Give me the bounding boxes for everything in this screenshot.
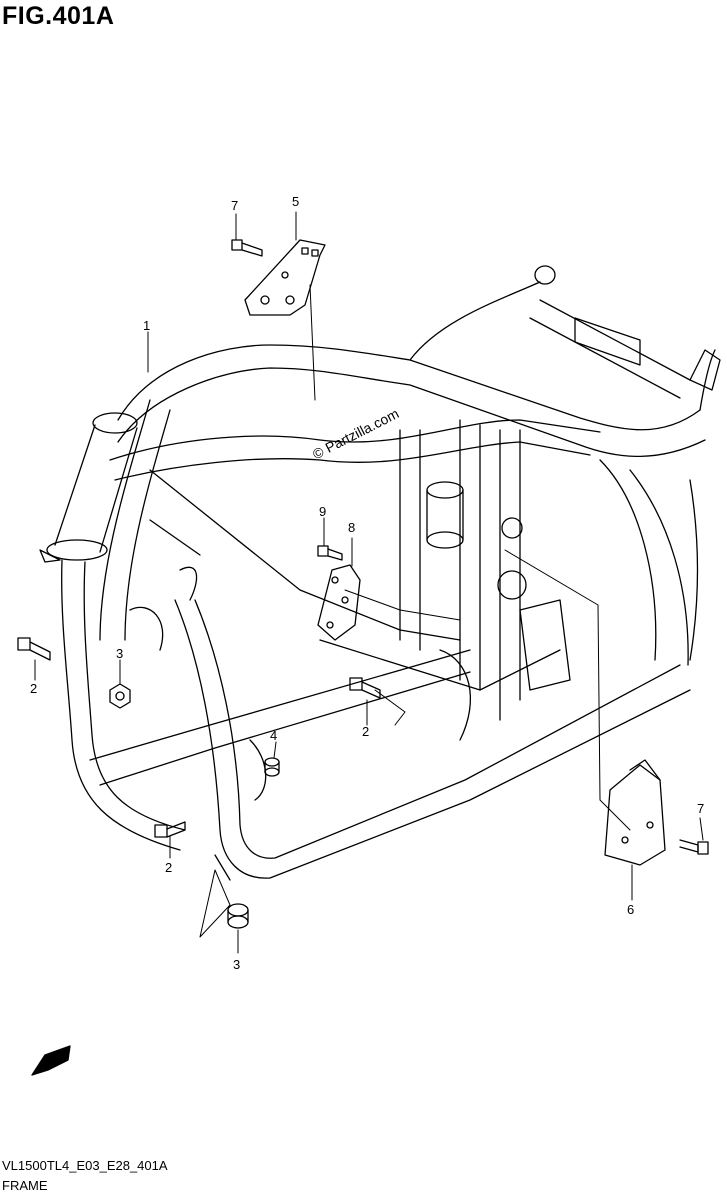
plug-4 xyxy=(265,758,279,776)
fwd-arrow-icon xyxy=(32,1046,70,1075)
front-down-tubes xyxy=(62,400,185,850)
callout-1: 1 xyxy=(143,318,151,333)
callout-3-upper: 3 xyxy=(116,646,124,661)
bolt-7-lower xyxy=(680,840,708,854)
callout-7-upper: 7 xyxy=(231,198,239,213)
callout-2-left: 2 xyxy=(30,681,38,696)
callout-8: 8 xyxy=(348,520,356,535)
leader-lines xyxy=(35,212,703,953)
callout-2-lower: 2 xyxy=(165,860,173,875)
callout-2-center: 2 xyxy=(362,724,370,739)
bolt-9 xyxy=(318,546,342,560)
figure-name: FRAME xyxy=(2,1178,48,1193)
callout-4: 4 xyxy=(270,728,278,743)
bolt-2-lower xyxy=(155,822,185,837)
callout-5: 5 xyxy=(292,194,300,209)
bolt-7-upper xyxy=(232,240,262,256)
figure-title: FIG.401A xyxy=(2,2,115,30)
steering-head xyxy=(40,413,137,562)
callout-7-lower: 7 xyxy=(697,801,705,816)
center-backbone xyxy=(400,420,526,720)
frame-top-rail xyxy=(110,345,705,480)
bracket-8 xyxy=(318,565,360,640)
rear-frame xyxy=(600,350,720,665)
callout-9: 9 xyxy=(319,504,327,519)
figure-code: VL1500TL4_E03_E28_401A xyxy=(2,1158,168,1173)
callout-6: 6 xyxy=(627,902,635,917)
rear-upper-rail xyxy=(410,266,690,398)
nut-3-lower xyxy=(228,904,248,928)
bolt-2-center xyxy=(350,678,380,698)
bracket-6 xyxy=(605,760,665,865)
bolt-2-left xyxy=(18,638,50,660)
lower-frame-loop xyxy=(90,600,690,880)
callout-3-lower: 3 xyxy=(233,957,241,972)
bracket-5 xyxy=(245,240,325,315)
nut-3-upper xyxy=(110,684,130,708)
